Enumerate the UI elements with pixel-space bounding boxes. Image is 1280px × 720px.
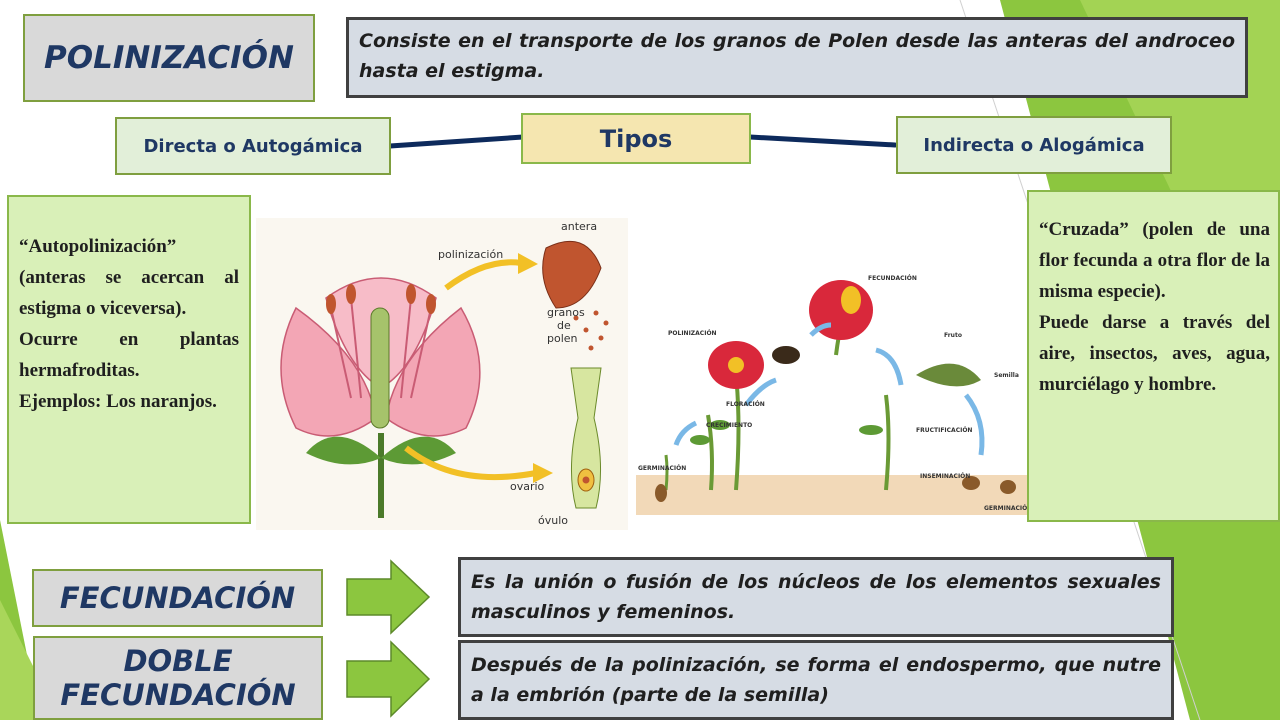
definition-box: Consiste en el transporte de los granos … bbox=[346, 17, 1248, 98]
doble-definition-box: Después de la polinización, se forma el … bbox=[458, 640, 1174, 720]
cycle-label-polinizacion: POLINIZACIÓN bbox=[668, 330, 717, 337]
doble-label-line2: FECUNDACIÓN bbox=[60, 678, 296, 712]
cycle-label-germinacion2: GERMINACIÓN bbox=[984, 505, 1033, 512]
doble-fecundacion-label-box: DOBLE FECUNDACIÓN bbox=[33, 636, 323, 720]
fecundacion-arrow-icon bbox=[346, 559, 431, 635]
tipos-label: Tipos bbox=[599, 124, 673, 153]
anther-detail bbox=[542, 240, 602, 309]
type-indirecta-label: Indirecta o Alogámica bbox=[923, 134, 1145, 156]
leaf-left bbox=[306, 436, 381, 465]
cycle-label-fruto: Fruto bbox=[944, 332, 962, 339]
page-title: POLINIZACIÓN bbox=[44, 40, 294, 76]
ovary-detail bbox=[570, 367, 602, 509]
petal-left bbox=[280, 306, 377, 437]
cycle-label-fructificacion: FRUCTIFICACIÓN bbox=[916, 427, 973, 434]
flower-label-ovario: ovario bbox=[510, 480, 545, 493]
types-connectors bbox=[387, 134, 898, 149]
autopolinizacion-note: “Autopolinización” (anteras se acercan a… bbox=[7, 195, 251, 524]
cycle-label-semilla: Semilla bbox=[994, 372, 1019, 379]
connector-left bbox=[387, 134, 526, 149]
doble-label-line1: DOBLE bbox=[123, 644, 233, 678]
cycle-drawing bbox=[636, 280, 1028, 515]
type-directa-label: Directa o Autogámica bbox=[143, 135, 363, 157]
fecundacion-label: FECUNDACIÓN bbox=[59, 581, 296, 615]
auto-note-p3: Ejemplos: Los naranjos. bbox=[19, 391, 217, 412]
cycle-label-inseminacion: INSEMINACIÓN bbox=[920, 473, 971, 480]
cycle-label-crecimiento: CRECIMIENTO bbox=[706, 422, 753, 429]
cycle-label-fecundacion: FECUNDACIÓN bbox=[868, 275, 917, 282]
fecundacion-label-box: FECUNDACIÓN bbox=[32, 569, 323, 627]
flower-illustration: polinización antera granos de polen ovar… bbox=[256, 218, 628, 530]
flower-label-ovulo: óvulo bbox=[538, 514, 568, 527]
type-directa-box: Directa o Autogámica bbox=[115, 117, 391, 175]
definition-text: Consiste en el transporte de los granos … bbox=[359, 30, 1235, 82]
flower-label-polen: polen bbox=[547, 332, 578, 345]
auto-note-p2: Ocurre en plantas hermafroditas. bbox=[19, 329, 239, 381]
flower-label-polinizacion: polinización bbox=[438, 248, 504, 261]
tipos-box: Tipos bbox=[521, 113, 751, 164]
connector-right bbox=[747, 134, 898, 148]
doble-text: Después de la polinización, se forma el … bbox=[471, 654, 1161, 706]
petal-right bbox=[385, 306, 481, 437]
cycle-label-floracion: FLORACIÓN bbox=[726, 401, 765, 408]
arrow-to-antera bbox=[444, 259, 522, 291]
flower-label-antera: antera bbox=[561, 220, 598, 233]
arrow-to-ovario bbox=[404, 445, 537, 481]
cycle-label-germinacion: GERMINACIÓN bbox=[638, 465, 687, 472]
auto-note-p1: “Autopolinización” (anteras se acercan a… bbox=[19, 236, 239, 319]
doble-arrow-icon bbox=[346, 640, 431, 718]
flower-label-de: de bbox=[557, 319, 571, 332]
cruzada-note: “Cruzada” (polen de una flor fecunda a o… bbox=[1027, 190, 1280, 522]
pistil bbox=[370, 307, 390, 429]
leaf-right bbox=[381, 436, 456, 465]
life-cycle-illustration: FECUNDACIÓN POLINIZACIÓN FLORACIÓN CRECI… bbox=[636, 255, 1032, 525]
cross-note-p2: Puede darse a través del aire, insectos,… bbox=[1039, 312, 1270, 395]
flower-drawing bbox=[280, 240, 609, 518]
fecundacion-text: Es la unión o fusión de los núcleos de l… bbox=[471, 571, 1161, 623]
fecundacion-definition-box: Es la unión o fusión de los núcleos de l… bbox=[458, 557, 1174, 637]
type-indirecta-box: Indirecta o Alogámica bbox=[896, 116, 1172, 174]
cross-note-p1: “Cruzada” (polen de una flor fecunda a o… bbox=[1039, 219, 1270, 302]
page-title-box: POLINIZACIÓN bbox=[23, 14, 315, 102]
flower-label-granos: granos bbox=[547, 306, 585, 319]
